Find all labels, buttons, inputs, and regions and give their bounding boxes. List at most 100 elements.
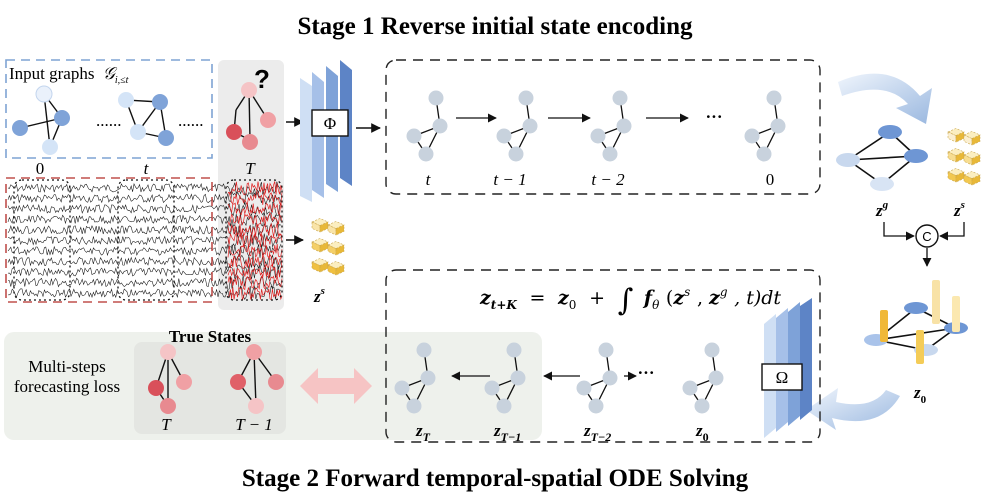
reverse-sequence-box xyxy=(385,59,821,195)
eeg-trace xyxy=(7,212,282,227)
graph-node xyxy=(406,398,422,414)
unknown-state-question: ? xyxy=(254,64,270,94)
loss-line1: Multi-steps xyxy=(28,357,105,376)
reverse-graph-3 xyxy=(744,90,786,162)
reverse-graph-0 xyxy=(406,90,448,162)
true-state-label-T-1: T − 1 xyxy=(235,415,273,434)
true-states-label: True States xyxy=(169,327,252,346)
phi-label: Φ xyxy=(324,114,336,133)
graph-node xyxy=(428,90,444,106)
arrow-zs-to-concat xyxy=(939,222,965,241)
graph-node xyxy=(682,380,698,396)
cube-right xyxy=(335,244,345,256)
eeg-trace xyxy=(7,233,282,248)
cube-right xyxy=(335,224,345,236)
concat-operator xyxy=(915,224,939,248)
eeg-window-t xyxy=(117,179,175,301)
input-graph-0 xyxy=(12,85,70,155)
graph-node xyxy=(406,128,422,144)
eeg-trace xyxy=(7,190,282,205)
graph-node xyxy=(708,370,724,386)
curved-arrow-top xyxy=(838,73,932,124)
eeg-window-T xyxy=(225,179,283,301)
graph-node xyxy=(704,342,720,358)
graph-node xyxy=(510,370,526,386)
graph-node xyxy=(418,146,434,162)
omega-label: Ω xyxy=(776,368,789,387)
reverse-graph-1 xyxy=(496,90,538,162)
graph-node xyxy=(588,398,604,414)
graph-node xyxy=(602,146,618,162)
graph-node xyxy=(508,146,524,162)
reverse-sequence-graphs xyxy=(406,90,786,162)
cube-right xyxy=(971,174,981,186)
zs-label-right: zs xyxy=(953,199,965,220)
eeg-trace-future xyxy=(227,191,283,207)
graph-node xyxy=(744,128,760,144)
time-tick-T: T xyxy=(245,159,256,178)
eeg-signals xyxy=(7,181,283,301)
loss-line2: forecasting loss xyxy=(14,377,120,396)
input-graphs-dots: ...... xyxy=(96,111,122,130)
eeg-trace-future xyxy=(227,222,283,238)
forward-label-zT-2: zT−2 xyxy=(583,421,611,444)
eeg-trace xyxy=(7,254,282,270)
time-tick-t: t xyxy=(144,159,150,178)
forward-sequence-graphs xyxy=(394,342,724,414)
graph-node xyxy=(616,118,632,134)
input-graph-t xyxy=(118,92,174,146)
input-graphs-box xyxy=(5,59,213,159)
graph-node xyxy=(496,128,512,144)
graph-node xyxy=(602,370,618,386)
forward-graph-0 xyxy=(394,342,436,414)
graph-node xyxy=(770,118,786,134)
forward-graph-1 xyxy=(484,342,526,414)
eeg-trace-future xyxy=(227,274,283,291)
graph-node xyxy=(756,146,772,162)
eeg-window-0 xyxy=(13,179,71,301)
graph-node xyxy=(506,342,522,358)
graph-node xyxy=(496,398,512,414)
graph-node xyxy=(598,342,614,358)
stage1-title: Stage 1 Reverse initial state encoding xyxy=(297,13,693,40)
graph-node xyxy=(612,90,628,106)
true-state-label-T: T xyxy=(161,415,172,434)
reverse-label-t-1: t − 1 xyxy=(493,170,526,189)
eeg-trace-future xyxy=(227,253,283,269)
zs-embedding-cubes-right xyxy=(947,128,981,186)
z0-label: z0 xyxy=(913,383,927,406)
eeg-trace-future xyxy=(227,264,283,279)
graph-node xyxy=(416,342,432,358)
time-tick-0: 0 xyxy=(36,159,45,178)
ode-solver-omega: Ω xyxy=(761,298,812,438)
stage2-title: Stage 2 Forward temporal-spatial ODE Sol… xyxy=(242,465,749,492)
true-state-graph-T-1 xyxy=(230,344,284,414)
eeg-trace-future xyxy=(227,243,283,259)
eeg-trace-future xyxy=(227,286,283,301)
eeg-trace-future xyxy=(227,181,283,196)
eeg-trace-future xyxy=(227,232,283,248)
eeg-trace xyxy=(7,243,282,258)
forward-ellipsis: ··· xyxy=(637,363,654,382)
graph-node xyxy=(590,128,606,144)
forward-ode-box xyxy=(385,269,821,443)
reverse-label-0: 0 xyxy=(766,170,775,189)
cube-right xyxy=(971,134,981,146)
curved-arrow-bottom xyxy=(806,388,900,430)
forward-graph-2 xyxy=(576,342,618,414)
cube-right xyxy=(971,154,981,166)
arrow-zg-to-concat xyxy=(883,222,915,241)
cube-right xyxy=(335,264,345,276)
eeg-trace-future xyxy=(227,202,283,217)
graph-node xyxy=(694,398,710,414)
graph-node xyxy=(576,380,592,396)
reverse-label-t: t xyxy=(426,170,432,189)
zg-graph xyxy=(836,125,928,191)
zg-label: zg xyxy=(875,199,889,220)
graph-node xyxy=(522,118,538,134)
graph-node xyxy=(432,118,448,134)
input-graph-T xyxy=(226,82,276,150)
forward-label-zT: zT xyxy=(415,421,431,444)
forward-label-zT-1: zT−1 xyxy=(493,421,521,444)
